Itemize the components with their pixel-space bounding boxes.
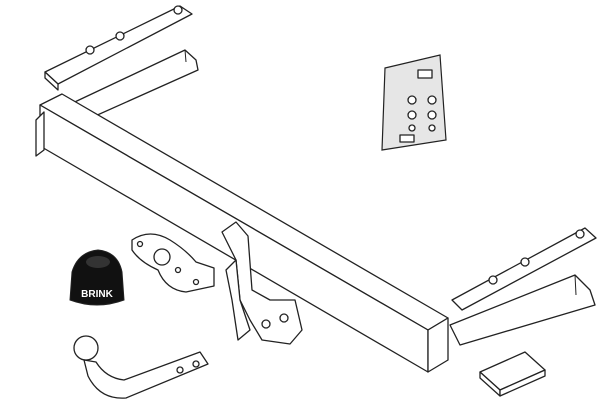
tow-ball-neck: [73, 335, 209, 399]
right-upper-mounting-arm: [451, 227, 597, 311]
electrical-socket-plate: [131, 233, 215, 293]
brink-logo: BRINK: [81, 289, 113, 300]
socket-cover: BRINK: [69, 249, 125, 306]
bolt-kit-bag: [381, 54, 447, 151]
right-lower-mounting-arm: [449, 274, 596, 346]
left-upper-mounting-arm: [44, 5, 193, 91]
center-towbar-bracket: [221, 221, 303, 345]
mounting-plate: [479, 351, 546, 397]
